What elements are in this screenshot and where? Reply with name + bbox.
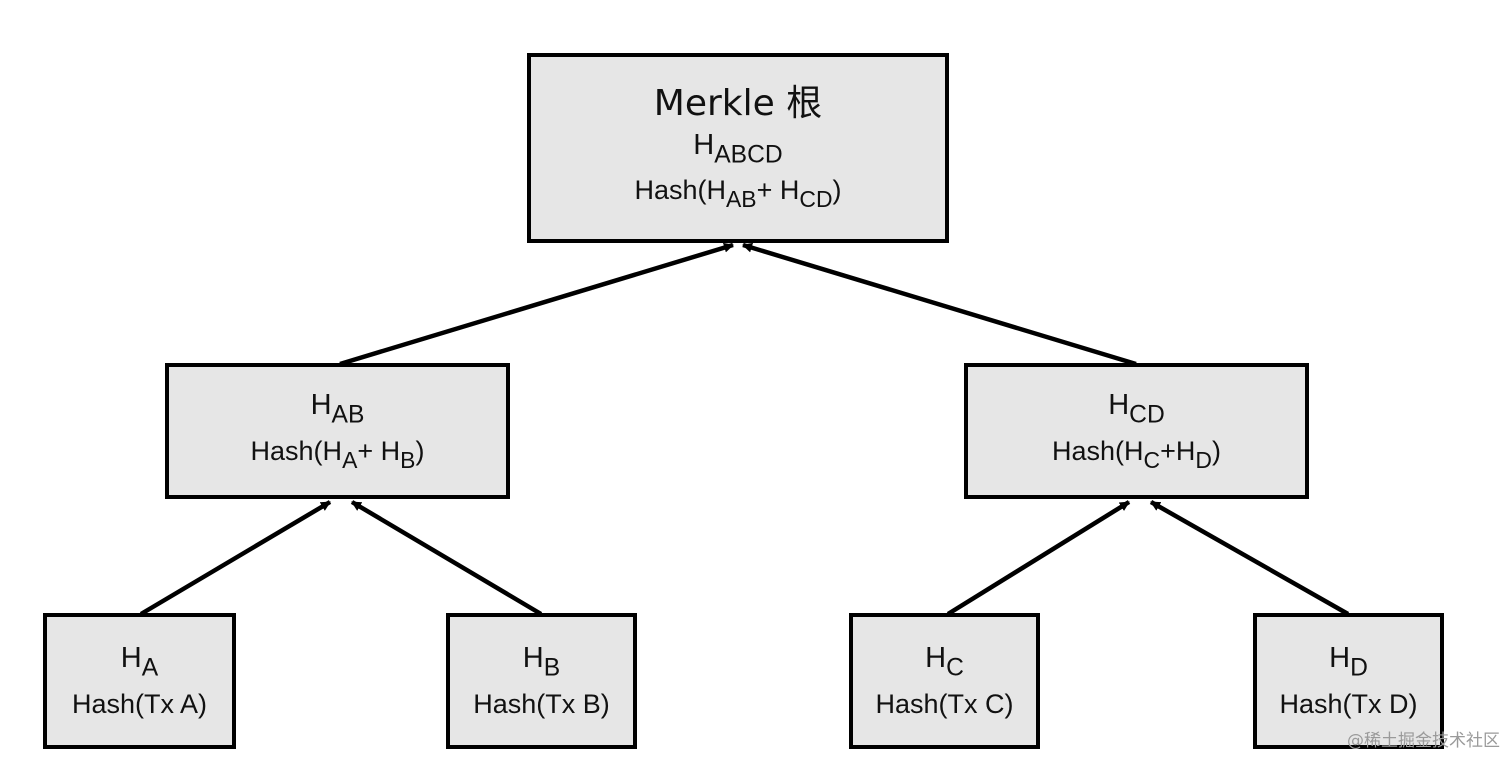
- edge-b-to-ab: [350, 500, 543, 616]
- leaf-b-formula: Hash(Tx B): [473, 688, 610, 719]
- leaf-c-formula: Hash(Tx C): [875, 688, 1014, 719]
- leaf-node-b: HB Hash(Tx B): [446, 613, 637, 749]
- hash-cd-formula: Hash(HC+HD): [1052, 435, 1221, 473]
- hash-cd-node: HCD Hash(HC+HD): [964, 363, 1309, 499]
- edge-ab-to-root: [339, 242, 734, 367]
- leaf-d-label: HD: [1329, 641, 1368, 682]
- leaf-c-label: HC: [925, 641, 964, 682]
- hash-ab-node: HAB Hash(HA+ HB): [165, 363, 510, 499]
- leaf-node-a: HA Hash(Tx A): [43, 613, 236, 749]
- hash-cd-label: HCD: [1108, 388, 1165, 429]
- edge-d-to-cd: [1149, 500, 1350, 616]
- leaf-node-d: HD Hash(Tx D): [1253, 613, 1444, 749]
- leaf-a-formula: Hash(Tx A): [71, 688, 208, 719]
- hash-ab-label: HAB: [310, 388, 365, 429]
- edge-a-to-ab: [139, 500, 332, 616]
- leaf-d-formula: Hash(Tx D): [1279, 688, 1418, 719]
- watermark-text: @稀土掘金技术社区: [1347, 731, 1500, 751]
- root-hash-formula: Hash(HAB+ HCD): [634, 175, 842, 213]
- edge-c-to-cd: [946, 500, 1131, 616]
- leaf-a-label: HA: [120, 641, 159, 682]
- leaf-b-label: HB: [522, 641, 561, 682]
- leaf-node-c: HC Hash(Tx C): [849, 613, 1040, 749]
- root-hash-label: HABCD: [693, 128, 783, 169]
- hash-ab-formula: Hash(HA+ HB): [250, 435, 425, 473]
- merkle-root-node: Merkle 根 HABCD Hash(HAB+ HCD): [527, 53, 949, 243]
- merkle-root-title: Merkle 根: [653, 83, 823, 125]
- edge-cd-to-root: [742, 242, 1137, 367]
